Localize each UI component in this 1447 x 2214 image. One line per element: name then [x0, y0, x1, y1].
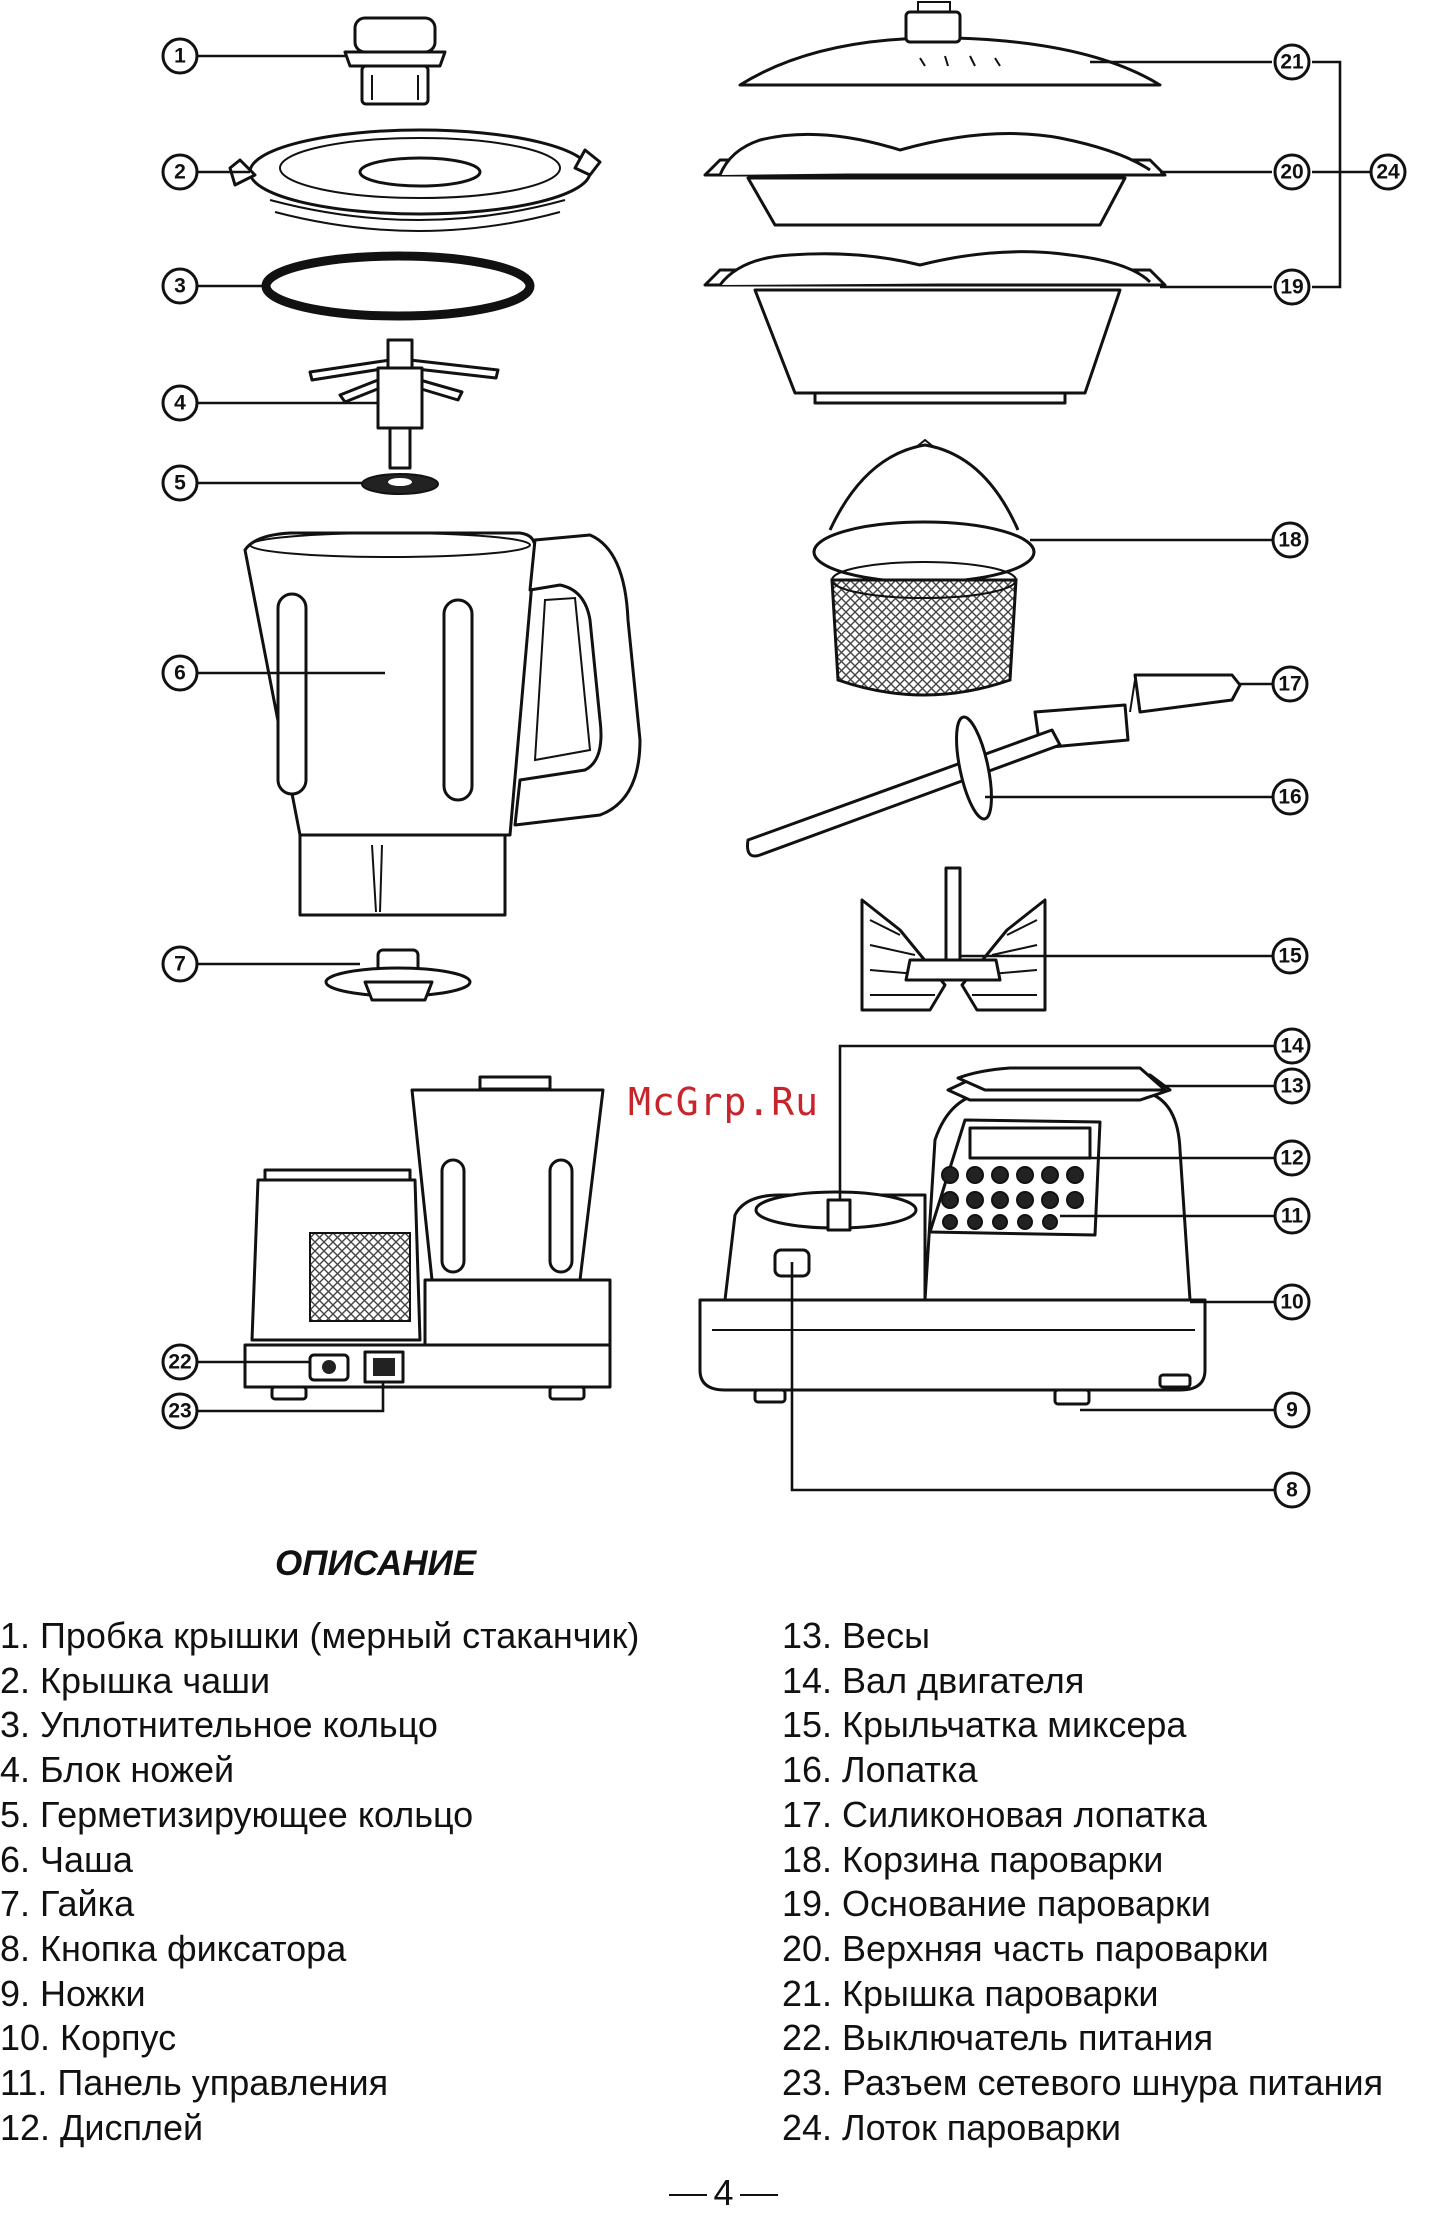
list-item: 2. Крышка чаши [0, 1659, 271, 1701]
svg-text:12: 12 [1280, 1147, 1303, 1170]
list-item: 7. Гайка [0, 1883, 135, 1925]
part-bowl-lid [228, 128, 602, 232]
svg-text:21: 21 [1280, 51, 1304, 74]
list-item: 21. Крышка пароварки [782, 1972, 1159, 2014]
callout-4: 4 [161, 384, 199, 422]
page-number-value: 4 [713, 2172, 734, 2213]
part-gasket [361, 473, 439, 495]
list-item: 16. Лопатка [782, 1749, 978, 1791]
callout-21: 21 [1273, 43, 1311, 81]
callout-1: 1 [161, 37, 199, 75]
svg-text:1: 1 [174, 45, 186, 68]
callout-16: 16 [1271, 778, 1309, 816]
list-item: 1. Пробка крышки (мерный стаканчик) [0, 1615, 640, 1656]
part-lid-plug [343, 16, 447, 106]
svg-text:23: 23 [168, 1400, 191, 1423]
callout-5: 5 [161, 464, 199, 502]
list-item: 17. Силиконовая лопатка [782, 1793, 1207, 1835]
parts-list-left: 1. Пробка крышки (мерный стаканчик) 2. К… [0, 1614, 639, 2150]
svg-text:22: 22 [168, 1351, 191, 1374]
list-item: 15. Крыльчатка миксера [782, 1704, 1187, 1746]
part-sealing-ring [261, 251, 535, 321]
part-nut [324, 948, 472, 1002]
part-silicone-spatula [1033, 673, 1242, 750]
callout-19: 19 [1273, 268, 1311, 306]
part-mixer-impeller [860, 866, 1047, 1012]
callout-2: 2 [161, 153, 199, 191]
part-steamer-lid [738, 1, 1162, 87]
svg-text:13: 13 [1280, 1075, 1303, 1098]
callout-18: 18 [1271, 521, 1309, 559]
watermark: McGrp.Ru [628, 1080, 820, 1124]
callout-22: 22 [161, 1343, 199, 1381]
dash-right [739, 2194, 778, 2197]
page-number: 4 [0, 2172, 1447, 2214]
list-item: 22. Выключатель питания [782, 2017, 1214, 2059]
section-title: ОПИСАНИЕ [275, 1544, 477, 1583]
svg-text:19: 19 [1280, 276, 1303, 299]
callout-13: 13 [1273, 1067, 1311, 1105]
svg-text:2: 2 [174, 161, 186, 184]
part-steamer-basket [812, 438, 1036, 697]
part-assembled-rear [243, 1075, 612, 1401]
callout-8: 8 [1273, 1471, 1311, 1509]
list-item: 4. Блок ножей [0, 1749, 235, 1791]
svg-text:18: 18 [1278, 529, 1302, 552]
list-item: 19. Основание пароварки [782, 1883, 1211, 1925]
svg-text:9: 9 [1286, 1399, 1298, 1422]
list-item: 13. Весы [782, 1615, 930, 1656]
svg-text:10: 10 [1280, 1291, 1303, 1314]
svg-text:8: 8 [1286, 1479, 1298, 1502]
svg-text:17: 17 [1278, 673, 1301, 696]
leader-lines [198, 54, 1370, 1492]
list-item: 14. Вал двигателя [782, 1659, 1085, 1701]
callout-10: 10 [1273, 1283, 1311, 1321]
svg-text:7: 7 [174, 953, 186, 976]
callout-12: 12 [1273, 1139, 1311, 1177]
svg-text:20: 20 [1280, 161, 1303, 184]
svg-text:24: 24 [1376, 161, 1400, 184]
list-item: 8. Кнопка фиксатора [0, 1927, 347, 1969]
part-jug [243, 531, 642, 917]
part-assembled-front [698, 1066, 1207, 1406]
callout-24: 24 [1369, 153, 1407, 191]
callout-11: 11 [1273, 1197, 1311, 1235]
callout-7: 7 [161, 945, 199, 983]
callout-9: 9 [1273, 1391, 1311, 1429]
part-steamer-base [703, 250, 1167, 405]
exploded-parts-diagram: 1 2 3 4 5 6 7 8 9 10 11 12 13 14 15 16 1… [161, 1, 1407, 1509]
list-item: 18. Корзина пароварки [782, 1838, 1164, 1880]
callout-20: 20 [1273, 153, 1311, 191]
svg-text:16: 16 [1278, 786, 1301, 809]
list-item: 12. Дисплей [0, 2106, 204, 2148]
callout-17: 17 [1271, 665, 1309, 703]
svg-text:14: 14 [1280, 1035, 1304, 1058]
part-blade-unit [308, 338, 500, 470]
svg-text:5: 5 [174, 472, 186, 495]
list-item: 20. Верхняя часть пароварки [782, 1927, 1269, 1969]
callout-6: 6 [161, 654, 199, 692]
list-item: 5. Герметизирующее кольцо [0, 1793, 474, 1835]
part-steamer-top [703, 132, 1167, 227]
list-item: 24. Лоток пароварки [782, 2106, 1121, 2148]
callout-23: 23 [161, 1392, 199, 1430]
dash-left [669, 2194, 708, 2197]
callout-15: 15 [1271, 937, 1309, 975]
parts-list-right: 13. Весы 14. Вал двигателя 15. Крыльчатк… [782, 1614, 1383, 2150]
part-paddle [746, 715, 1062, 858]
list-item: 3. Уплотнительное кольцо [0, 1704, 438, 1746]
svg-text:6: 6 [174, 662, 186, 685]
list-item: 6. Чаша [0, 1838, 133, 1880]
list-item: 10. Корпус [0, 2017, 177, 2059]
list-item: 23. Разъем сетевого шнура питания [782, 2062, 1384, 2104]
callout-3: 3 [161, 267, 199, 305]
svg-text:11: 11 [1281, 1205, 1304, 1228]
svg-text:15: 15 [1278, 945, 1302, 968]
callout-14: 14 [1273, 1027, 1311, 1065]
list-item: 11. Панель управления [0, 2062, 389, 2104]
svg-text:4: 4 [174, 392, 186, 415]
list-item: 9. Ножки [0, 1972, 146, 2014]
svg-text:3: 3 [174, 275, 186, 298]
